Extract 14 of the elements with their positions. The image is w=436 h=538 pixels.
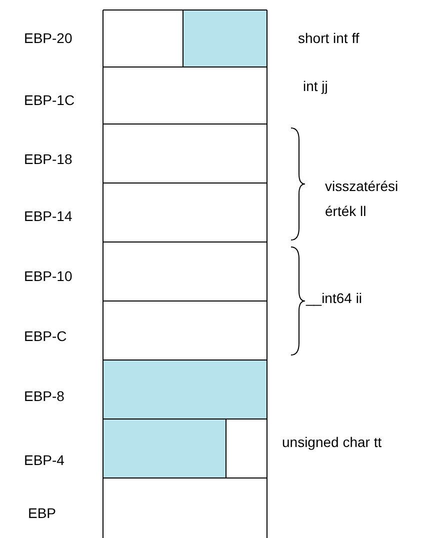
variable-label: unsigned char tt	[282, 433, 382, 452]
address-label: EBP-1C	[24, 91, 75, 110]
address-label: EBP-4	[24, 451, 64, 470]
address-label: EBP-C	[24, 327, 67, 346]
address-label: EBP	[28, 504, 56, 523]
variable-label: __int64 ii	[306, 289, 362, 308]
address-label: EBP-10	[24, 267, 72, 286]
address-label: EBP-18	[24, 150, 72, 169]
variable-label: int jj	[303, 77, 328, 96]
address-label: EBP-20	[24, 29, 72, 48]
variable-label: short int ff	[298, 29, 360, 48]
variable-label: visszatérési érték ll	[325, 177, 400, 221]
address-label: EBP-14	[24, 207, 72, 226]
address-label: EBP-8	[24, 387, 64, 406]
